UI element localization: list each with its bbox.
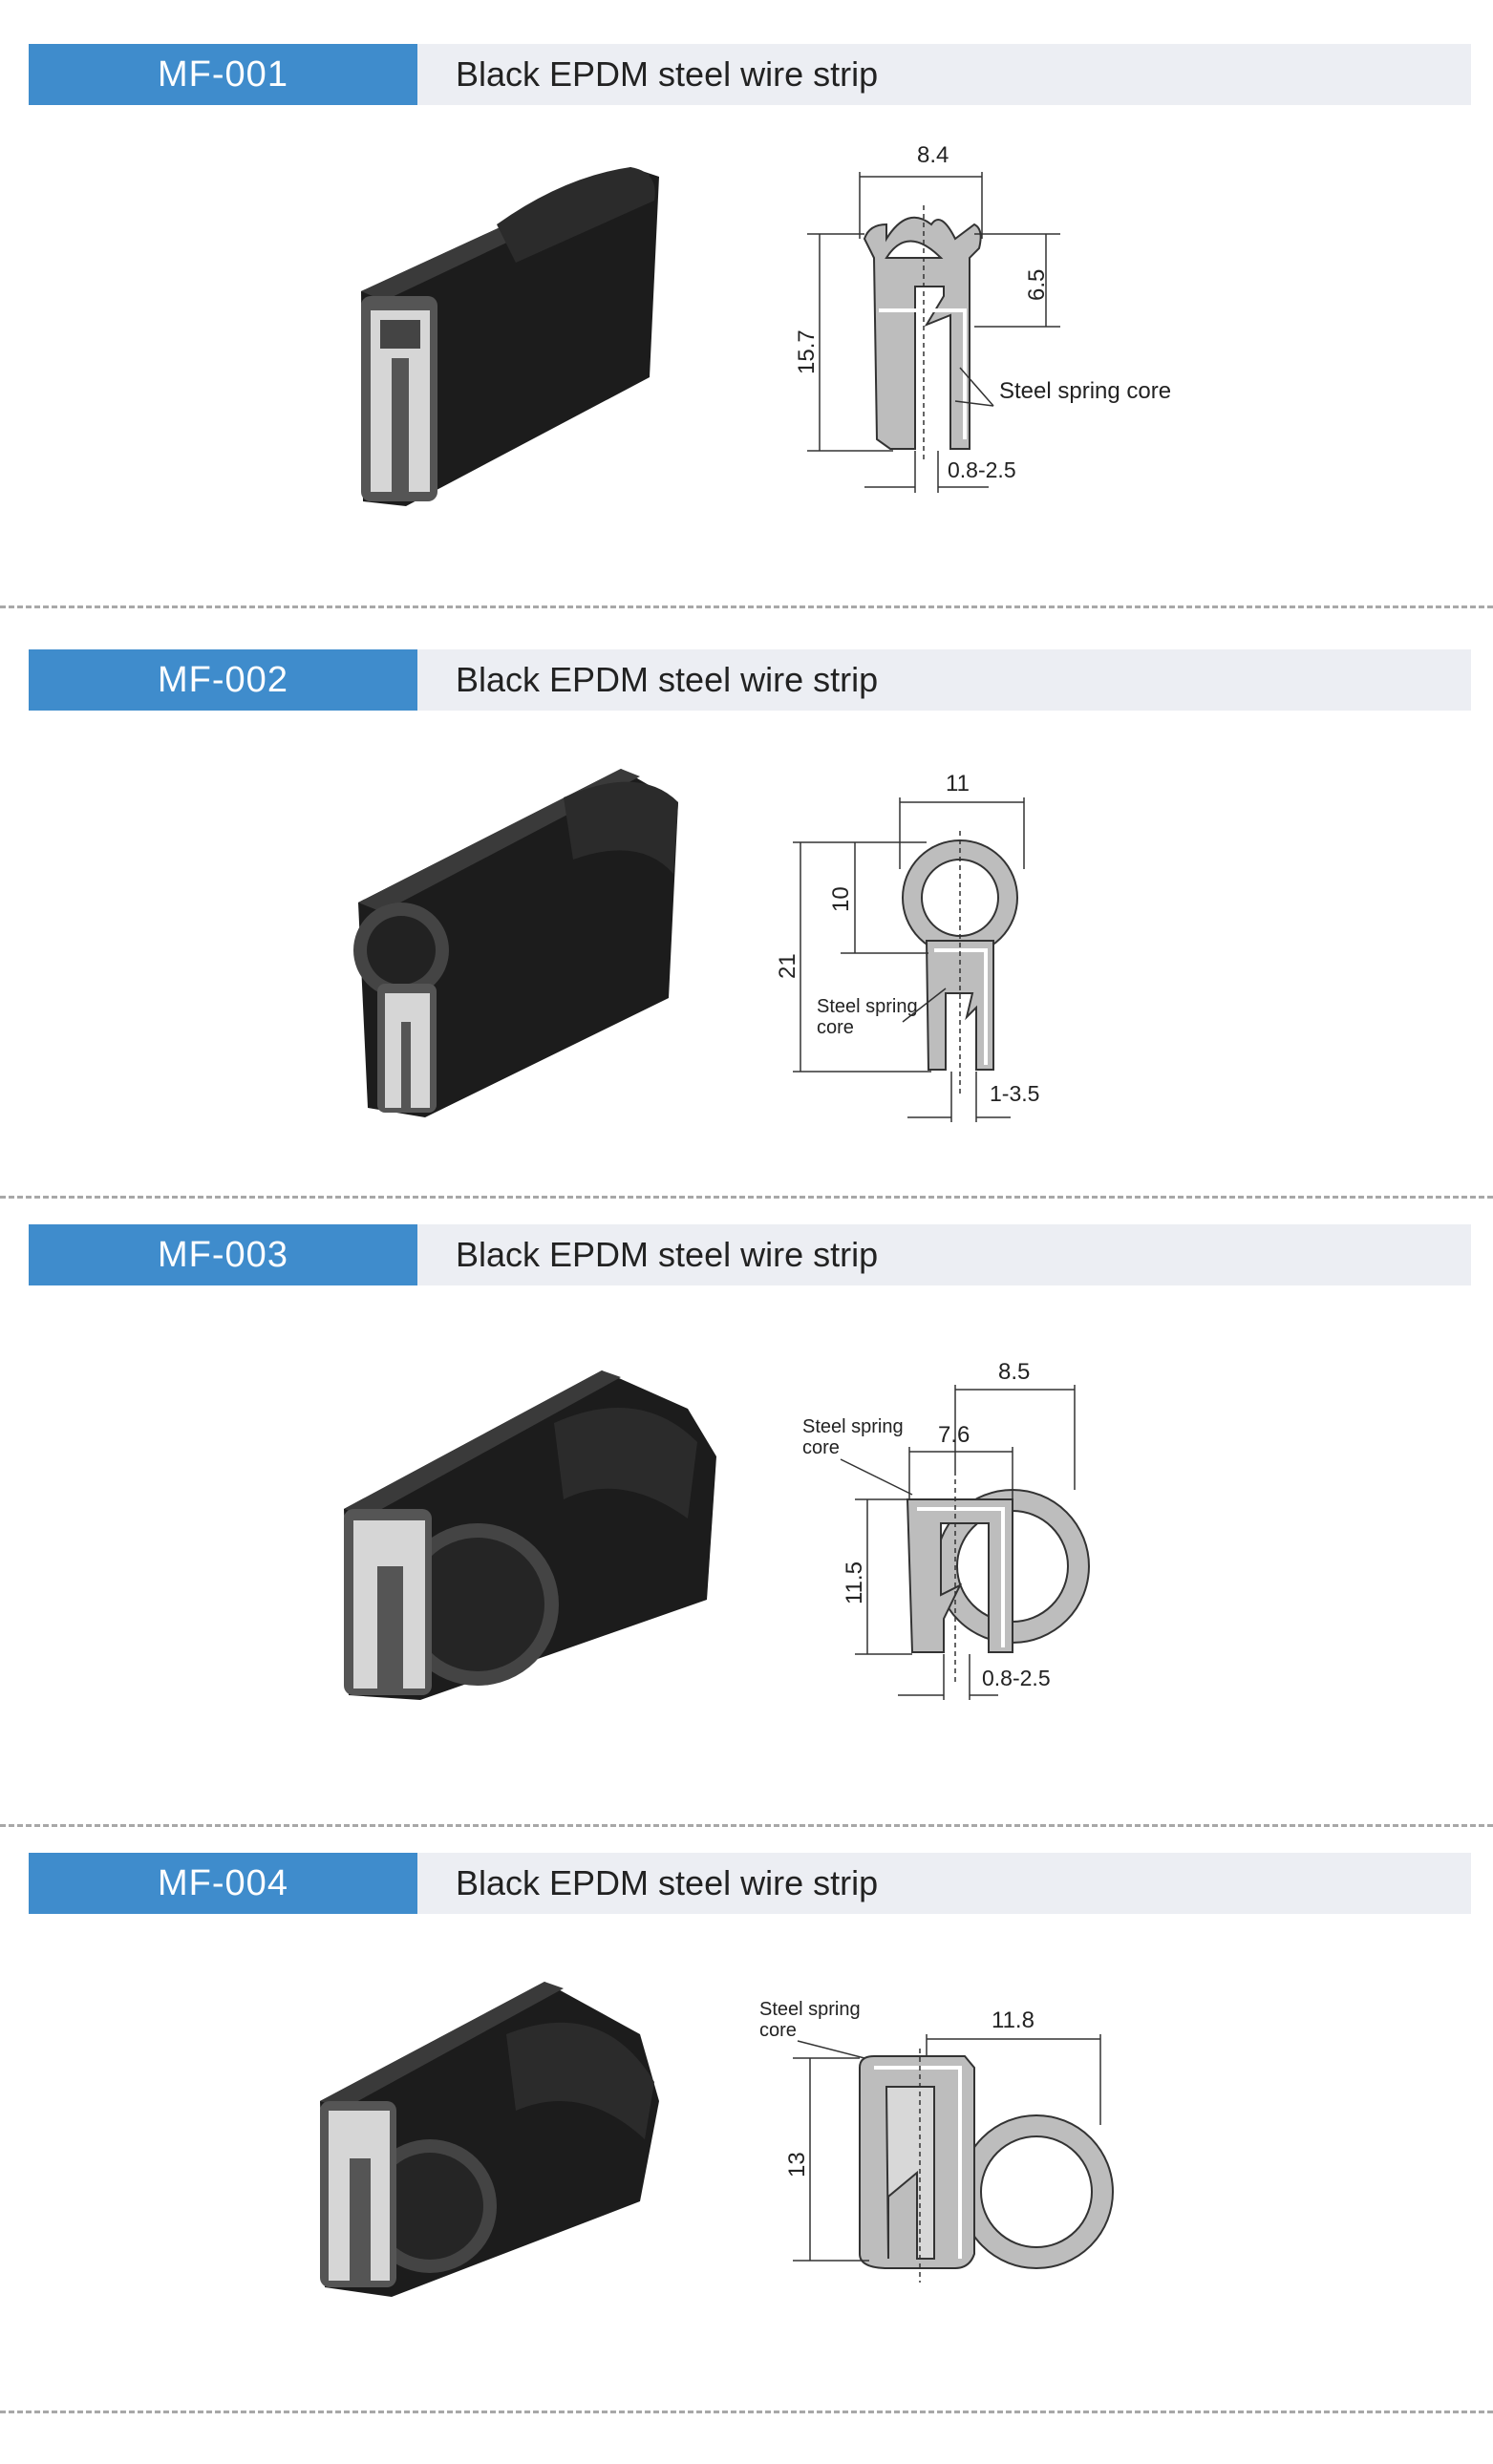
product-header: MF-001 Black EPDM steel wire strip — [29, 44, 1471, 105]
product-title: Black EPDM steel wire strip — [456, 1235, 879, 1274]
steel-core-callout: core — [759, 2020, 797, 2041]
dim-width: 8.4 — [917, 142, 949, 168]
product-header: MF-004 Black EPDM steel wire strip — [29, 1853, 1471, 1914]
dim-gap: 0.8-2.5 — [948, 457, 1016, 482]
section-divider — [0, 1196, 1493, 1199]
dim-gap: 0.8-2.5 — [982, 1666, 1051, 1690]
dim-width: 11 — [946, 771, 970, 797]
product-photo — [344, 1370, 716, 1700]
product-code: MF-003 — [29, 1224, 417, 1285]
section-divider — [0, 605, 1493, 608]
steel-core-callout: core — [817, 1017, 854, 1038]
cross-section-drawing: 8.4 6.5 15.7 0.8-2.5 Steel spring core — [794, 142, 1171, 493]
product-code: MF-002 — [29, 649, 417, 711]
cross-section-drawing: 8.5 7.6 11.5 0.8-2.5 Steel spring core — [802, 1359, 1090, 1700]
product-header: MF-003 Black EPDM steel wire strip — [29, 1224, 1471, 1285]
product-photo — [361, 167, 659, 506]
dim-top: 10 — [828, 886, 854, 912]
product-title: Black EPDM steel wire strip — [456, 660, 879, 699]
dim-height: 11.5 — [842, 1561, 867, 1604]
dim-gap: 1-3.5 — [990, 1081, 1039, 1106]
product-code: MF-001 — [29, 44, 417, 105]
cross-section-drawing: 11.8 13 Steel spring core — [759, 1999, 1114, 2283]
product-title: Black EPDM steel wire strip — [456, 1863, 879, 1902]
dim-width: 11.8 — [992, 2007, 1034, 2033]
product-photo — [353, 769, 678, 1117]
dim-inner: 7.6 — [938, 1422, 970, 1448]
dim-height: 13 — [784, 2152, 810, 2177]
product-title: Black EPDM steel wire strip — [456, 54, 879, 94]
section-divider — [0, 2411, 1493, 2413]
dim-height: 21 — [775, 953, 800, 979]
steel-core-callout: Steel spring — [759, 1999, 861, 2020]
steel-core-callout: Steel spring — [802, 1416, 904, 1437]
section-divider — [0, 1824, 1493, 1827]
steel-core-callout: core — [802, 1437, 840, 1458]
cross-section-drawing: 11 10 21 1-3.5 Steel spring core — [775, 771, 1039, 1122]
steel-core-callout: Steel spring — [817, 996, 918, 1017]
product-code: MF-004 — [29, 1853, 417, 1914]
dim-width: 8.5 — [998, 1359, 1030, 1385]
product-header: MF-002 Black EPDM steel wire strip — [29, 649, 1471, 711]
dim-height: 15.7 — [794, 329, 820, 374]
product-photo — [320, 1982, 659, 2297]
steel-core-callout: Steel spring core — [999, 378, 1171, 404]
dim-top: 6.5 — [1024, 269, 1050, 301]
